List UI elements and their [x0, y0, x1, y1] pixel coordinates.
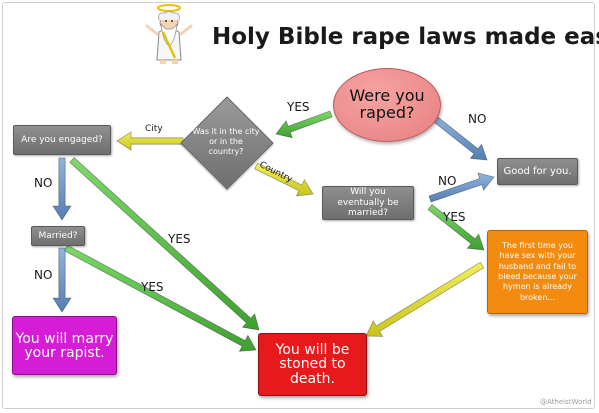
credit-watermark: @AtheistWorld [540, 398, 592, 406]
arrow-raped-to-good [431, 114, 488, 161]
arrow-shape [365, 261, 485, 337]
edge-label-city: City [145, 124, 163, 134]
arrow-shape [275, 110, 333, 139]
arrow-raped-to-location [275, 110, 333, 139]
node-stoned-to-death: You will be stoned to death. [258, 333, 367, 396]
page-title: Holy Bible rape laws made easy: [212, 24, 599, 50]
arrow-location-to-engaged [116, 131, 184, 151]
edge-label-yes-location: YES [287, 100, 310, 114]
edge-label-no-engaged: NO [34, 176, 53, 190]
arrow-engaged-to-married [52, 157, 72, 221]
arrow-location-to-will-marry [254, 162, 314, 197]
god-cartoon-icon [145, 4, 193, 64]
arrow-shape [52, 247, 72, 313]
arrow-married-to-rapist [52, 247, 72, 313]
arrow-shape [254, 162, 314, 197]
edge-label-no-good: NO [468, 112, 487, 126]
node-good-for-you: Good for you. [497, 158, 578, 185]
arrow-shape [116, 131, 184, 151]
arrow-married-to-stoned [63, 244, 257, 352]
arrow-shape [431, 114, 488, 161]
node-are-you-engaged: Are you engaged? [13, 125, 111, 155]
node-were-you-raped: Were you raped? [333, 68, 441, 142]
edge-label-no-married: NO [34, 268, 53, 282]
arrow-will-marry-to-hymen [427, 203, 485, 251]
edge-label-yes-married: YES [141, 280, 164, 294]
arrow-shape [52, 157, 72, 221]
edge-label-yes-engaged: YES [168, 232, 191, 246]
arrow-will-marry-to-good [428, 172, 495, 203]
node-married: Married? [31, 226, 85, 246]
node-location-text: Was it in the city or in the country? [192, 127, 260, 156]
arrow-shape [63, 244, 257, 352]
node-marry-your-rapist: You will marry your rapist. [12, 316, 117, 375]
arrow-shape [69, 157, 260, 331]
arrow-hymen-to-stoned [365, 261, 485, 337]
edge-label-yes-will-marry: YES [443, 210, 466, 224]
node-will-you-be-married: Will you eventually be married? [322, 186, 414, 220]
edge-label-no-will-marry: NO [438, 174, 457, 188]
node-location-decision: Was it in the city or in the country? [180, 96, 274, 190]
arrow-shape [427, 203, 485, 251]
arrow-shape [428, 172, 495, 203]
arrow-engaged-to-stoned [69, 157, 260, 331]
node-hymen-broken: The first time you have sex with your hu… [487, 230, 588, 314]
